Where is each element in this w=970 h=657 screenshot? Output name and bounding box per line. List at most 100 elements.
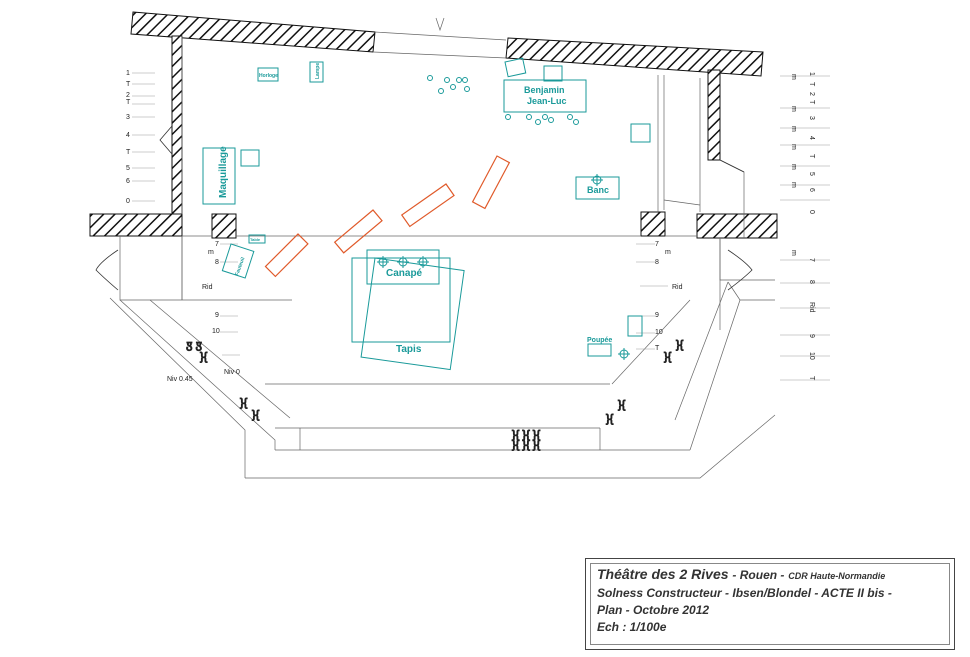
wall-top-left [130, 11, 376, 53]
fauteuil-box [221, 243, 255, 279]
wall-top-right [505, 37, 764, 77]
rail-right-0: 0 [808, 210, 815, 214]
rail-right-m4: m [790, 144, 797, 150]
inner-right-10: 10 [655, 329, 663, 336]
svg-text:}{: }{ [664, 351, 672, 363]
lampe-box [309, 61, 324, 83]
platform-2 [333, 209, 383, 254]
stool-box [627, 315, 643, 337]
svg-text:}{: }{ [240, 397, 248, 409]
cdr-name: CDR Haute-Normandie [788, 571, 886, 581]
platform-1 [264, 233, 309, 278]
wall-right-ledge [696, 213, 778, 239]
rail-right-t3: T [808, 154, 815, 159]
title-line-3: Plan - Octobre 2012 [597, 603, 710, 617]
platform-4 [471, 155, 511, 210]
rail-left-6: 6 [126, 178, 130, 185]
svg-text:}{: }{ [252, 409, 260, 421]
rail-right-9: 9 [808, 334, 815, 338]
rail-right-m6: m [790, 182, 797, 188]
rail-right-m5: m [790, 164, 797, 170]
rail-right-t2: T [808, 100, 815, 105]
rail-right-2: 2 [808, 92, 815, 96]
inner-right-rid: Rid [672, 284, 683, 291]
inner-left-labels [220, 243, 240, 356]
title-block: Théâtre des 2 Rives - Rouen - CDR Haute-… [585, 558, 955, 650]
door-upper-right [719, 159, 745, 173]
rail-right-rid: Rid [808, 302, 815, 313]
rail-left-5: 5 [126, 165, 130, 172]
inner-left-9: 9 [215, 312, 219, 319]
rail-left-3: 3 [126, 114, 130, 121]
inner-right-m: m [665, 249, 671, 256]
horloge-box [257, 67, 279, 82]
door-left [95, 249, 119, 291]
svg-text:ꟑ ꟑ: ꟑ ꟑ [186, 339, 202, 351]
rail-left-t1: T [126, 81, 131, 88]
jean-luc-label: Jean-Luc [527, 96, 567, 106]
fauteuil-label: Fauteuil [234, 256, 246, 277]
rail-right-m7: m [790, 250, 797, 256]
left-rail [132, 72, 155, 202]
maquillage-mirror [240, 149, 260, 167]
rail-right-t1: T [808, 82, 815, 87]
rail-left-2: 2 [126, 92, 130, 99]
rail-left-4: 4 [126, 132, 130, 139]
svg-text:}{ }{ }{: }{ }{ }{ [512, 429, 540, 441]
rail-left-0: 0 [126, 198, 130, 205]
inner-right-t: T [655, 345, 660, 352]
platform-3 [400, 183, 455, 228]
rail-right-6: 6 [808, 188, 815, 192]
inner-left-7: 7 [215, 241, 219, 248]
walls [89, 11, 778, 239]
maquillage-table [202, 147, 236, 205]
furniture [202, 57, 651, 371]
rail-right-m3: m [790, 126, 797, 132]
rail-right-m1: m [790, 74, 797, 80]
small-table-label: Table [250, 237, 261, 242]
prop-circles [427, 75, 579, 125]
inner-left-8: 8 [215, 259, 219, 266]
wall-left-ledge [89, 213, 183, 237]
inner-left-m: m [208, 249, 214, 256]
wall-right-pillar [707, 69, 721, 161]
column-right [640, 211, 666, 237]
rail-right-8: 8 [808, 280, 815, 284]
side-box [630, 123, 651, 143]
svg-text:}{ }{ }{: }{ }{ }{ [512, 439, 540, 451]
inner-right-7: 7 [655, 241, 659, 248]
rail-right-1: 1 [808, 72, 815, 76]
title-line-4: Ech : 1/100e [597, 620, 667, 634]
lampe-label: Lampe [315, 63, 321, 79]
rail-left-1: 1 [126, 70, 130, 77]
door-right [727, 249, 753, 291]
svg-text:}{: }{ [606, 413, 614, 425]
orange-platforms [264, 155, 511, 278]
inner-left-rid: Rid [202, 284, 213, 291]
benjamin-chair-1 [504, 57, 527, 78]
rail-right-4: 4 [808, 136, 815, 140]
rail-right-5: 5 [808, 172, 815, 176]
inner-right-9: 9 [655, 312, 659, 319]
rail-right-m2: m [790, 106, 797, 112]
poupee-box [587, 343, 612, 357]
poupee-label: Poupée [587, 337, 612, 344]
svg-text:}{: }{ [200, 351, 208, 363]
right-rail-labels: 1 T 2 T 3 4 T 5 6 0 7 8 Rid 9 10 T m m m… [790, 72, 815, 381]
level-0-label: Niv 0 [224, 369, 240, 376]
stair-marks: ꟑ ꟑ }{ }{ }{ }{ }{ }{ }{ }{ }{ }{ }{ }{ … [186, 339, 685, 452]
crosshairs [377, 174, 630, 360]
wall-left-pillar [171, 35, 183, 237]
rail-left-t2: T [126, 99, 131, 106]
level-045-label: Niv 0.45 [167, 376, 193, 383]
door-upper-left [159, 125, 173, 155]
benjamin-chair-2 [543, 65, 563, 82]
city-name: - Rouen - [732, 568, 785, 582]
inner-left-10: 10 [212, 328, 220, 335]
title-block-inner: Théâtre des 2 Rives - Rouen - CDR Haute-… [590, 563, 950, 645]
rail-right-10: 10 [808, 352, 815, 360]
benjamin-label: Benjamin [524, 85, 565, 95]
tapis-label: Tapis [396, 344, 422, 355]
canape-label: Canapé [386, 268, 423, 279]
